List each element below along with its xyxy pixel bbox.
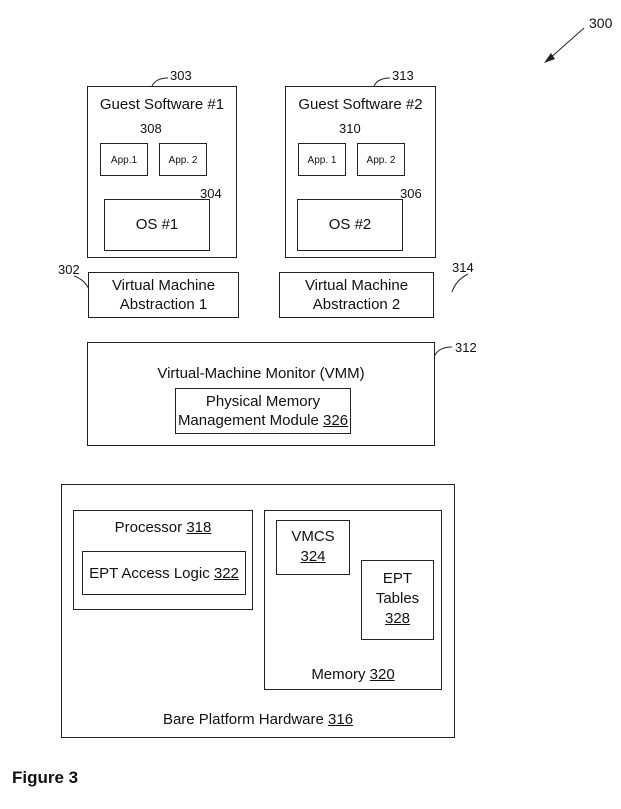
physical-memory-module-line1: Physical Memory [205,393,321,410]
guest-software-1-title: Guest Software #1 [99,96,225,113]
ref-304: 304 [200,186,222,201]
ref-312: 312 [455,340,477,355]
vmcs-label: VMCS [291,528,335,545]
leader-314 [451,273,469,293]
ref-303: 303 [170,68,192,83]
ref-314: 314 [452,260,474,275]
figure-arrow-line [547,27,585,61]
guest1-app2-label: App. 2 [168,155,198,166]
vm-abstraction-1-line1: Virtual Machine [111,277,216,294]
os2-label: OS #2 [328,216,372,233]
guest2-app2-box: App. 2 [357,143,405,176]
vm-abstraction-2-box: Virtual Machine Abstraction 2 [279,272,434,318]
vm-abstraction-1-line2: Abstraction 1 [119,296,208,313]
vm-abstraction-2-line1: Virtual Machine [304,277,409,294]
guest1-app1-label: App.1 [110,155,138,166]
guest1-app2-box: App. 2 [159,143,207,176]
guest2-app2-label: App. 2 [366,155,396,166]
guest-software-2-title: Guest Software #2 [298,96,423,113]
guest2-app1-box: App. 1 [298,143,346,176]
figure-ref-300: 300 [589,15,613,31]
ept-tables-line1: EPT [382,570,413,587]
ref-306: 306 [400,186,422,201]
os1-label: OS #1 [135,216,179,233]
ept-tables-number: 328 [384,610,411,627]
guest1-app1-box: App.1 [100,143,148,176]
leader-303 [151,77,169,87]
os1-box: OS #1 [104,199,210,251]
guest2-app1-label: App. 1 [307,155,337,166]
ref-313: 313 [392,68,414,83]
ref-308: 308 [140,121,162,136]
os2-box: OS #2 [297,199,403,251]
ept-access-logic-box: EPT Access Logic 322 [82,551,246,595]
leader-312 [433,346,453,358]
ept-tables-box: EPT Tables 328 [361,560,434,640]
vm-abstraction-1-box: Virtual Machine Abstraction 1 [88,272,239,318]
figure-arrowhead [544,53,555,63]
vm-abstraction-2-line2: Abstraction 2 [312,296,401,313]
leader-313 [373,77,391,87]
ept-access-logic-label: EPT Access Logic 322 [89,565,239,582]
figure-caption: Figure 3 [12,768,79,787]
physical-memory-module-box: Physical Memory Management Module 326 [175,388,351,434]
vmcs-box: VMCS 324 [276,520,350,575]
memory-label: Memory 320 [311,666,395,683]
processor-label: Processor 318 [114,519,212,536]
ept-tables-line2: Tables [375,590,420,607]
bare-platform-hardware-label: Bare Platform Hardware 316 [162,711,354,728]
physical-memory-module-line2: Management Module 326 [177,412,349,429]
ref-310: 310 [339,121,361,136]
vmm-title: Virtual-Machine Monitor (VMM) [157,365,365,382]
vmcs-number: 324 [300,548,326,565]
ref-302: 302 [58,262,80,277]
